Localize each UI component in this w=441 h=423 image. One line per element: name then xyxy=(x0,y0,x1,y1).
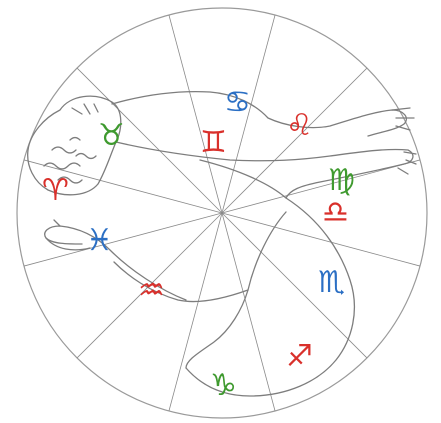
aries-glyph: ♈ xyxy=(42,173,69,208)
shin-back xyxy=(114,262,248,302)
face-line xyxy=(72,104,98,114)
sector-line xyxy=(222,213,420,266)
sector-line xyxy=(222,213,367,358)
virgo-glyph: ♍ xyxy=(328,163,355,198)
scorpio-glyph: ♏ xyxy=(318,265,345,300)
zodiac-glyphs: ♈ ♉ ♊ ♋ ♌ ♍♎ ♏ ♐ ♑ ♒ ♓ xyxy=(42,85,355,403)
taurus-glyph: ♉ xyxy=(98,118,125,153)
sector-lines xyxy=(24,15,420,411)
aquarius-glyph: ♒ xyxy=(138,273,165,308)
foot-left xyxy=(46,220,90,250)
capricorn-glyph: ♑ xyxy=(210,368,237,403)
pisces-glyph: ♓ xyxy=(86,223,113,258)
leo-glyph: ♌ xyxy=(286,108,313,143)
cancer-glyph: ♋ xyxy=(224,85,251,120)
sagittarius-glyph: ♐ xyxy=(286,339,313,374)
upper-arm xyxy=(112,92,406,136)
sector-line xyxy=(24,213,222,266)
gemini-glyph: ♊ xyxy=(200,125,227,160)
sector-line xyxy=(169,15,222,213)
libra-glyph: ♎ xyxy=(322,195,349,230)
hand-upper xyxy=(392,108,414,130)
